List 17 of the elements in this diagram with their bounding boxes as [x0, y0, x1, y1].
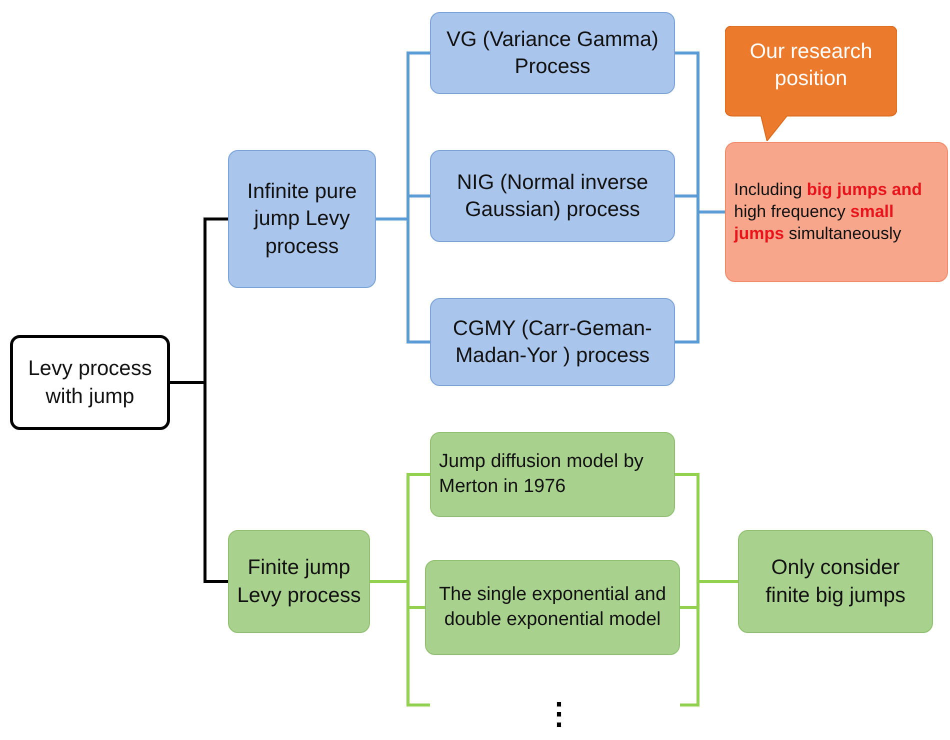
- bracket-connector: [376, 218, 430, 344]
- bracket-connector: [675, 210, 725, 344]
- process-box: VG (Variance Gamma) Process: [430, 12, 675, 94]
- ellipsis-mark: ⋮: [544, 700, 574, 730]
- process-box: Finite jump Levy process: [228, 530, 370, 633]
- bracket-connector: [170, 381, 228, 583]
- process-box: NIG (Normal inverse Gaussian) process: [430, 150, 675, 242]
- root-box: Levy process with jump: [10, 335, 170, 430]
- process-box: Infinite pure jump Levy process: [228, 150, 376, 288]
- bracket-connector: [370, 580, 425, 609]
- process-box: Jump diffusion model by Merton in 1976: [430, 432, 675, 517]
- note-box: Only consider finite big jumps: [738, 530, 933, 633]
- note-box: Including big jumps and high frequency small jumps simultaneously: [725, 142, 948, 282]
- callout-bubble: Our research position: [725, 26, 897, 141]
- bracket-connector: [680, 580, 738, 609]
- process-box: The single exponential and double exponential model: [425, 560, 680, 655]
- process-box: CGMY (Carr-Geman-Madan-Yor ) process: [430, 298, 675, 386]
